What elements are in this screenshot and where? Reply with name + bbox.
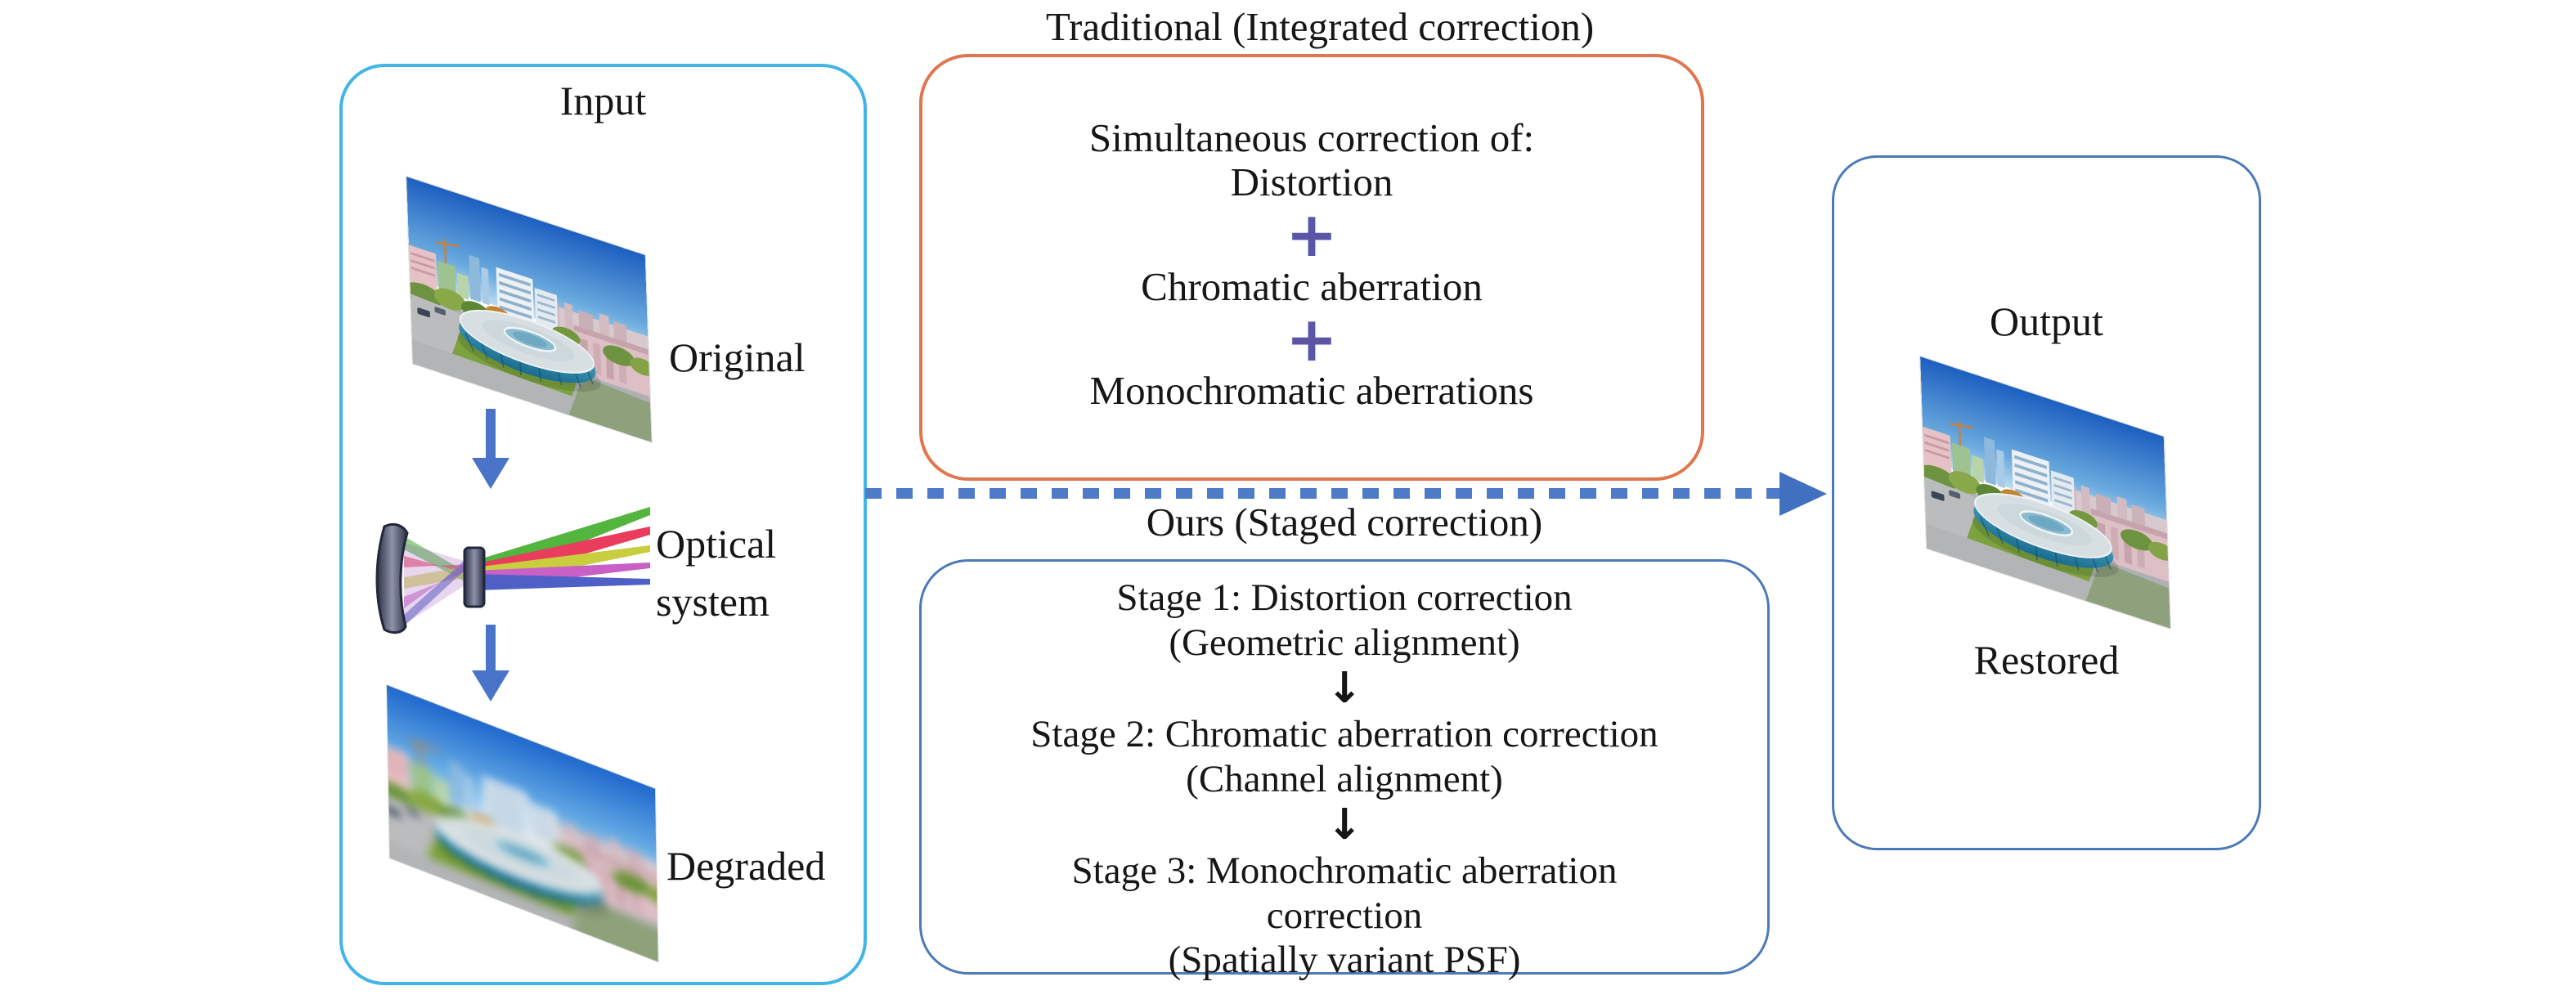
- down-arrow-head: [472, 458, 509, 489]
- stage1-line2: (Geometric alignment): [1169, 621, 1520, 664]
- traditional-panel: [919, 54, 1704, 481]
- stage1-line1: Stage 1: Distortion correction: [1116, 576, 1573, 619]
- ours-panel: [919, 559, 1770, 975]
- dashed-flow-arrowhead-icon: [1779, 472, 1827, 516]
- restored-label: Restored: [1973, 637, 2120, 683]
- optical-label-line2: system: [656, 579, 770, 625]
- output-panel-title: Output: [1990, 298, 2103, 344]
- ours-content: Stage 1: Distortion correction (Geometri…: [919, 576, 1770, 983]
- plus-icon: +: [1286, 302, 1338, 375]
- stage3-line3: (Spatially variant PSF): [1168, 939, 1521, 982]
- traditional-item-monochromatic: Monochromatic aberrations: [1089, 368, 1534, 414]
- original-label: Original: [669, 334, 806, 380]
- down-arrow-icon: [472, 409, 509, 489]
- stage-down-arrow-icon: ↓: [1326, 664, 1362, 714]
- down-arrow-shaft: [486, 625, 496, 670]
- plus-icon: +: [1286, 197, 1338, 271]
- stage2-line1: Stage 2: Chromatic aberration correction: [1030, 713, 1658, 756]
- ours-title: Ours (Staged correction): [1146, 500, 1543, 545]
- input-panel-title: Input: [559, 78, 647, 123]
- optical-system-graphic: [375, 507, 650, 634]
- stop-lens-icon: [463, 546, 486, 608]
- down-arrow-icon: [472, 625, 509, 701]
- traditional-content: Simultaneous correction of: Distortion +…: [919, 116, 1704, 413]
- optical-label-line1: Optical: [656, 521, 777, 567]
- stage3-line1: Stage 3: Monochromatic aberration: [1071, 849, 1618, 893]
- down-arrow-head: [472, 670, 509, 701]
- stage3-line2: correction: [1266, 894, 1423, 937]
- stage2-line2: (Channel alignment): [1186, 757, 1503, 800]
- traditional-item-chromatic: Chromatic aberration: [1141, 263, 1483, 309]
- traditional-item-distortion: Distortion: [1230, 159, 1393, 204]
- simultaneous-intro: Simultaneous correction of:: [1088, 115, 1535, 160]
- down-arrow-shaft: [486, 409, 496, 458]
- stage-down-arrow-icon: ↓: [1326, 800, 1362, 850]
- degraded-label: Degraded: [666, 843, 826, 889]
- traditional-title: Traditional (Integrated correction): [1045, 4, 1595, 49]
- front-lens-icon: [375, 522, 409, 634]
- optical-system-label: Optical system: [656, 515, 836, 631]
- dashed-flow-arrow: [865, 488, 1781, 499]
